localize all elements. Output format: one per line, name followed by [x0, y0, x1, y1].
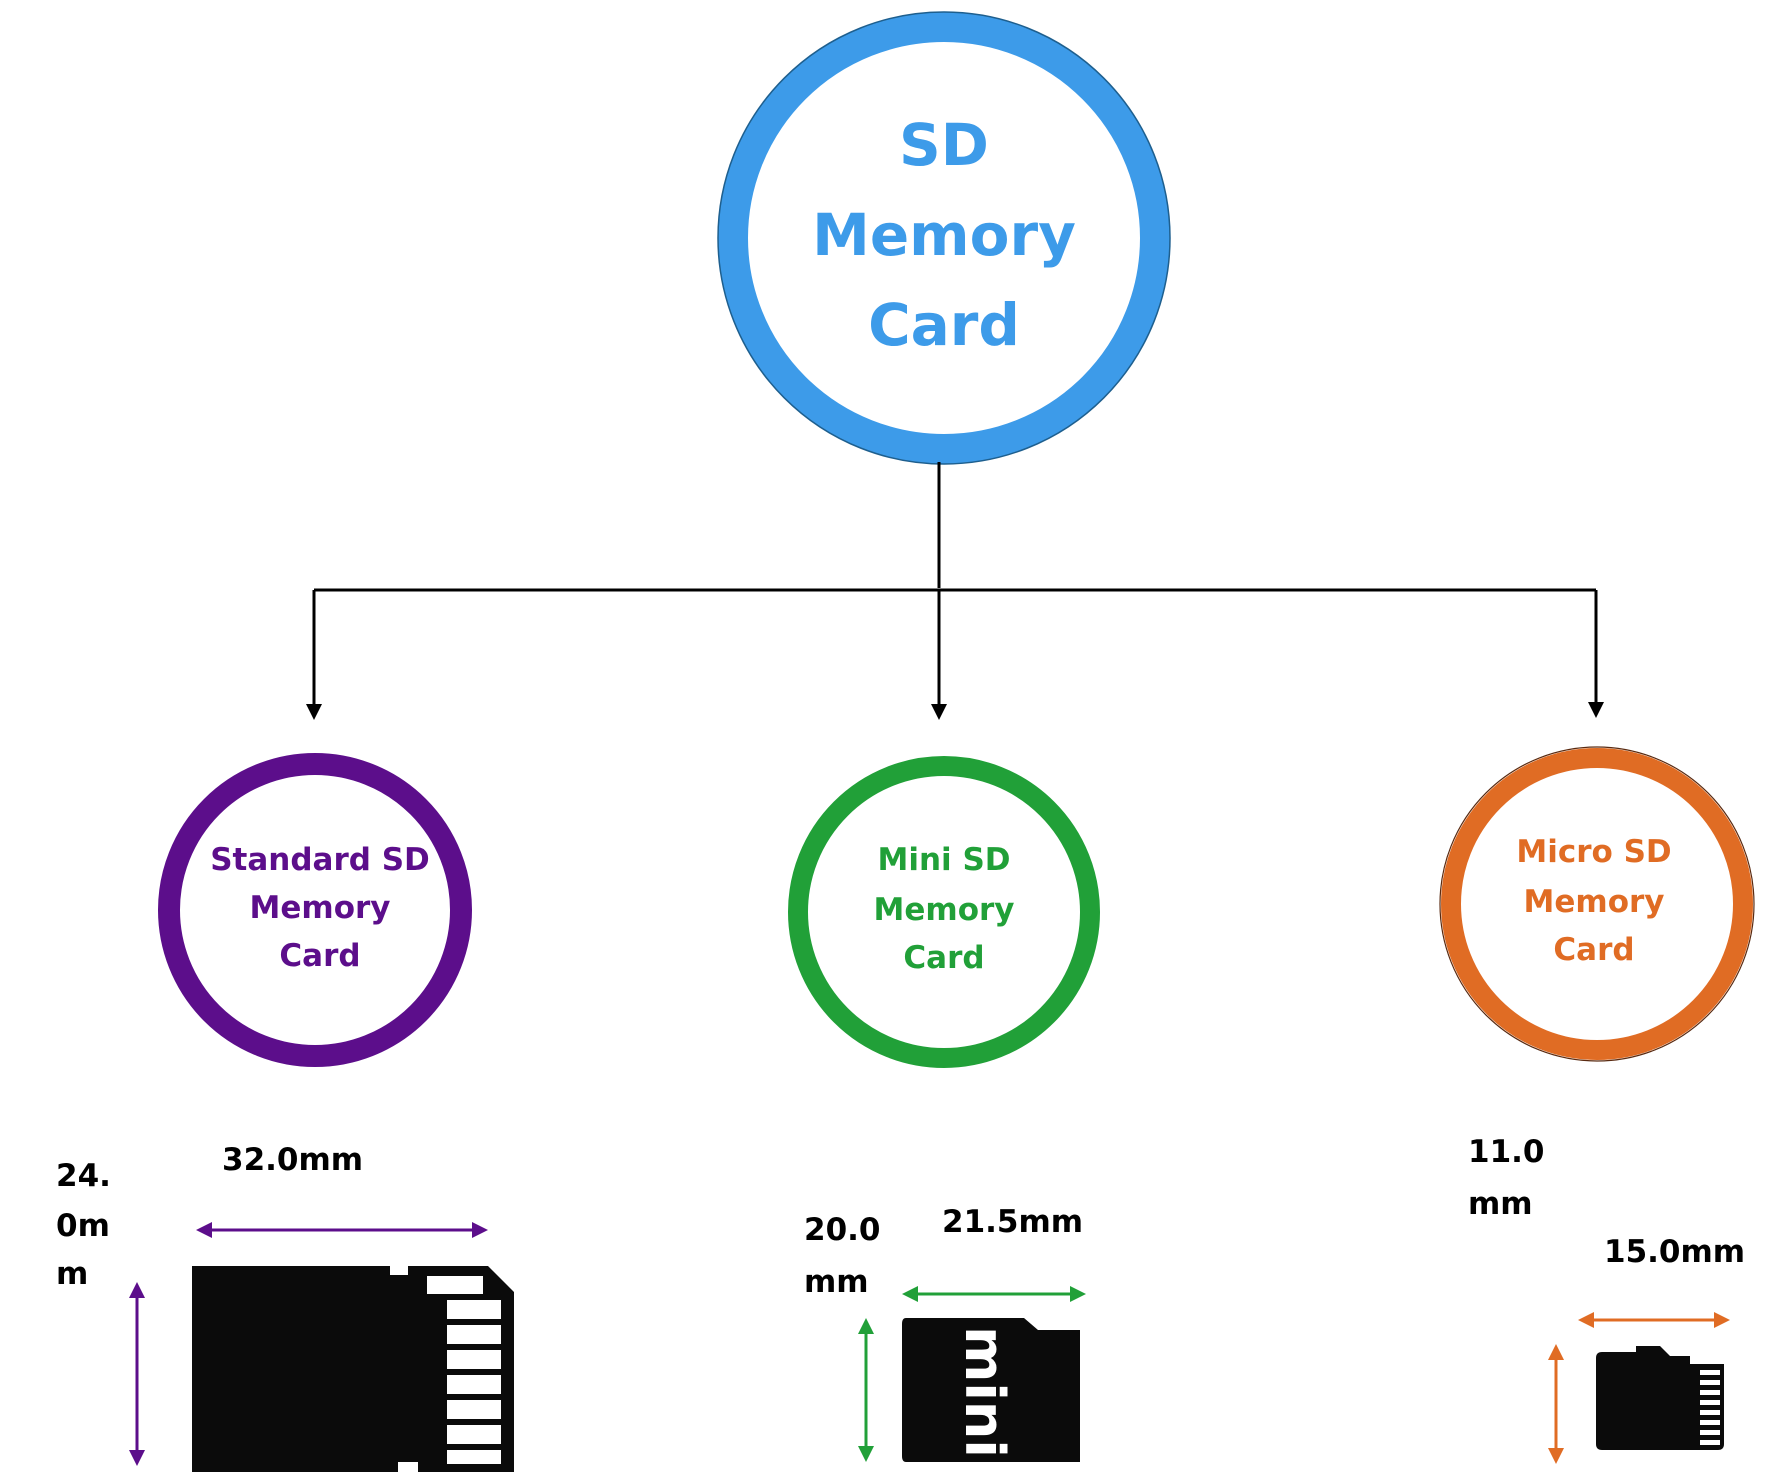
micro-sd-label-line1: Micro SD: [1516, 834, 1671, 870]
root-circle: [718, 12, 1170, 464]
micro-sd-circle: [1441, 748, 1753, 1060]
mini-sd-label-line2: Memory: [874, 892, 1015, 928]
standard-sd-circle: [158, 753, 472, 1067]
micro-sd-dimensions: 11.0 mm 15.0mm: [1468, 1134, 1745, 1464]
tree-connectors: [306, 462, 1604, 720]
standard-sd-width-label: 32.0mm: [222, 1142, 363, 1178]
mini-sd-circle: [788, 756, 1100, 1068]
root-node: SD Memory Card: [717, 11, 1171, 465]
standard-sd-label-line2: Memory: [250, 890, 391, 926]
mini-sd-dimensions: 20.0 mm 21.5mm mini: [804, 1204, 1086, 1462]
micro-sd-label-line3: Card: [1553, 932, 1634, 968]
mini-sd-height-label-line1: 20.0: [804, 1212, 881, 1248]
standard-sd-height-label-line3: m: [56, 1256, 88, 1292]
root-label-line3: Card: [868, 291, 1020, 359]
micro-sd-height-label-line1: 11.0: [1468, 1134, 1545, 1170]
standard-sd-label-line1: Standard SD: [210, 842, 430, 878]
mini-sd-card-text: mini: [953, 1326, 1016, 1458]
mini-sd-node: Mini SD Memory Card: [788, 756, 1100, 1068]
standard-sd-dimensions: 24. 0m m 32.0mm: [56, 1142, 514, 1472]
mini-sd-width-label: 21.5mm: [942, 1204, 1083, 1240]
standard-sd-height-label-line2: 0m: [56, 1208, 110, 1244]
standard-sd-label-line3: Card: [279, 938, 360, 974]
standard-sd-height-label-line1: 24.: [56, 1158, 111, 1194]
micro-sd-label-line2: Memory: [1524, 884, 1665, 920]
micro-sd-card-icon: [1596, 1346, 1724, 1450]
micro-sd-height-label-line2: mm: [1468, 1186, 1533, 1222]
micro-sd-width-label: 15.0mm: [1604, 1234, 1745, 1270]
standard-sd-card-icon: [192, 1266, 514, 1472]
mini-sd-card-icon: mini: [902, 1318, 1080, 1462]
mini-sd-height-label-line2: mm: [804, 1264, 869, 1300]
micro-sd-node: Micro SD Memory Card: [1439, 746, 1755, 1062]
mini-sd-label-line3: Card: [903, 940, 984, 976]
standard-sd-node: Standard SD Memory Card: [158, 753, 472, 1067]
root-label-line1: SD: [899, 111, 989, 179]
mini-sd-label-line1: Mini SD: [877, 842, 1010, 878]
root-label-line2: Memory: [812, 201, 1076, 269]
